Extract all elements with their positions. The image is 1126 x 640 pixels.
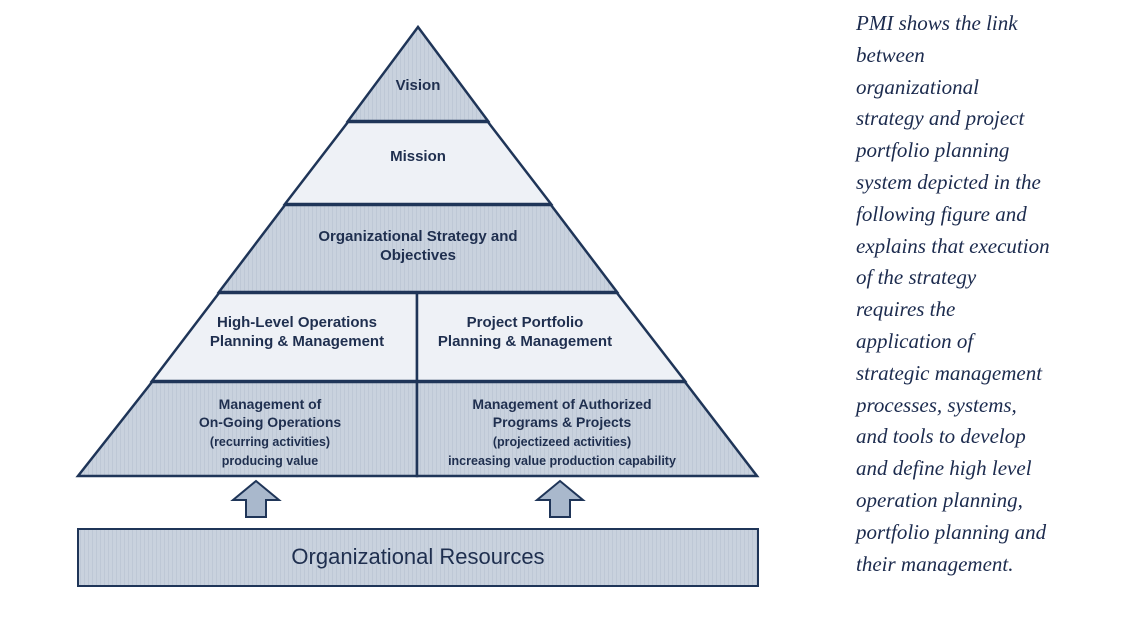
description-line: system depicted in the — [856, 169, 1041, 194]
ongoing-operations-line4: producing value — [222, 454, 319, 468]
strategy-label-line1: Organizational Strategy and — [318, 228, 517, 245]
description-text: PMI shows the link between organizationa… — [856, 8, 1096, 580]
description-line: and define high level — [856, 456, 1032, 481]
organizational-resources-box — [77, 528, 759, 587]
description-line: processes, systems, — [856, 392, 1017, 417]
vision-label: Vision — [396, 77, 441, 94]
vision-tier — [345, 24, 491, 123]
strategy-label-line2: Objectives — [380, 247, 456, 264]
project-portfolio-line2: Planning & Management — [438, 333, 612, 350]
description-line: following figure and — [856, 201, 1027, 226]
description-line: strategic management — [856, 360, 1043, 385]
up-arrow-icon — [230, 479, 282, 518]
mission-label: Mission — [390, 148, 446, 165]
description-line: organizational — [856, 74, 979, 99]
description-line: portfolio planning and — [856, 519, 1047, 544]
up-arrow-icon — [534, 479, 586, 518]
project-portfolio-line1: Project Portfolio — [467, 314, 584, 331]
description-line: explains that execution — [856, 233, 1050, 258]
description-line: application of — [856, 328, 974, 353]
description-line: PMI shows the link — [856, 11, 1018, 35]
description-line: between — [856, 42, 925, 67]
ongoing-operations-line1: Management of — [219, 396, 322, 412]
authorized-programs-line1: Management of Authorized — [472, 396, 651, 412]
pyramid-diagram: Vision Mission Organizational Strategy a… — [75, 24, 760, 587]
high-level-operations-line2: Planning & Management — [210, 333, 384, 350]
authorized-programs-line4: increasing value production capability — [448, 454, 676, 468]
authorized-programs-line3: (projectizeed activities) — [493, 435, 631, 449]
description-line: their management. — [856, 551, 1014, 576]
high-level-operations-line1: High-Level Operations — [217, 314, 377, 331]
authorized-programs-line2: Programs & Projects — [493, 414, 632, 430]
description-line: operation planning, — [856, 487, 1023, 512]
authorized-programs-tier — [415, 380, 760, 478]
description-line: of the strategy — [856, 265, 977, 290]
organizational-resources-label: Organizational Resources — [291, 544, 544, 569]
description-line: portfolio planning — [856, 138, 1010, 163]
description-line: requires the — [856, 297, 956, 322]
ongoing-operations-line3: (recurring activities) — [210, 435, 330, 449]
ongoing-operations-line2: On-Going Operations — [199, 414, 342, 430]
description-line: strategy and project — [856, 106, 1025, 131]
description-line: and tools to develop — [856, 424, 1026, 449]
